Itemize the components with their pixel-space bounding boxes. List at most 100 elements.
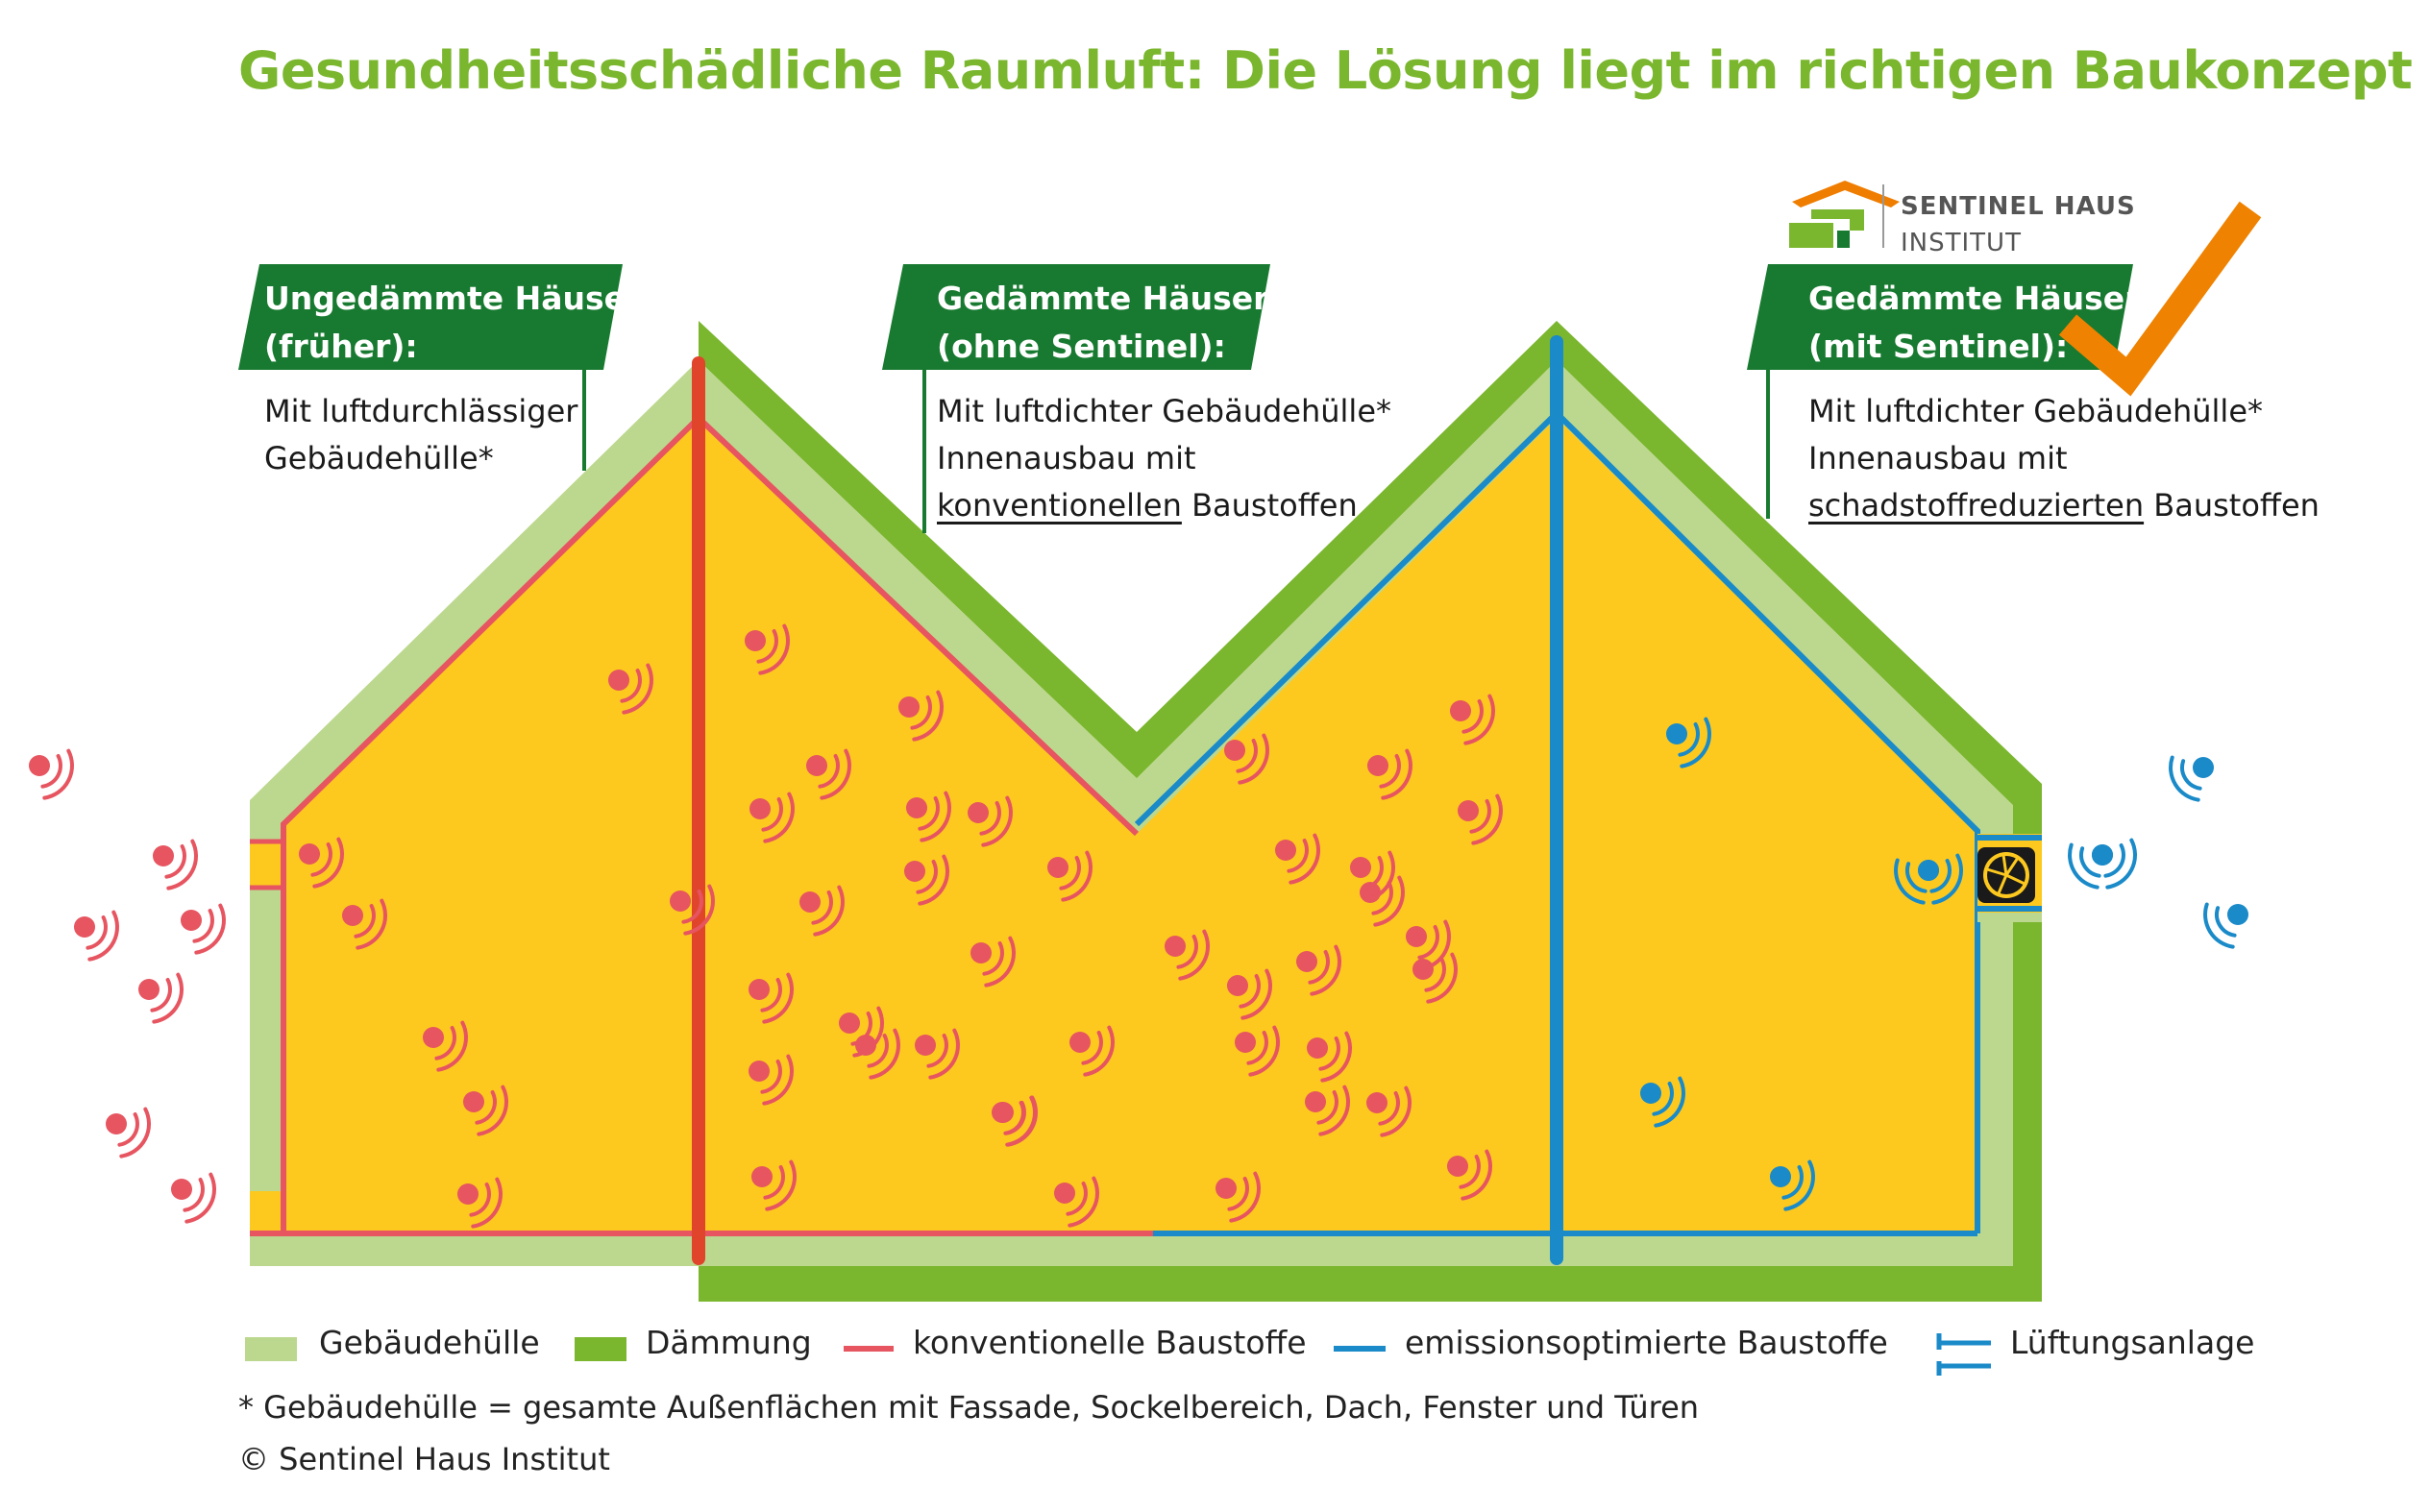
desc-3-rest: Baustoffen <box>2144 487 2320 524</box>
legend-envelope: Gebäudehülle <box>319 1324 540 1361</box>
tag-1-line-1: Ungedämmte Häuser <box>264 280 642 317</box>
emission-symbol <box>968 795 1013 847</box>
emission-symbol <box>463 1085 508 1136</box>
emission-symbol <box>1366 1085 1412 1137</box>
emission-symbol <box>751 1159 797 1211</box>
emission-symbol <box>1770 1159 1815 1211</box>
copyright: © Sentinel Haus Institut <box>238 1441 610 1477</box>
emission-symbol <box>1666 717 1711 768</box>
emission-symbol <box>2203 902 2248 949</box>
desc-3-line-3: schadstoffreduzierten Baustoffen <box>1808 482 2320 529</box>
emission-symbol <box>171 1172 216 1224</box>
emissions-red-group <box>29 623 1503 1229</box>
emission-symbol <box>457 1177 503 1229</box>
emission-symbol <box>342 898 387 950</box>
tag-1-line-2: (früher): <box>264 328 418 365</box>
emission-symbol <box>749 792 795 843</box>
desc-1-line-1: Mit luftdurchlässiger <box>264 393 578 429</box>
emission-symbol <box>1047 850 1093 902</box>
emission-symbol <box>1367 748 1412 800</box>
ventilation-unit <box>1977 834 2042 922</box>
emission-symbol <box>1227 968 1272 1020</box>
legend-swatch-envelope <box>245 1337 297 1361</box>
optimized-material-line <box>1134 408 1980 1233</box>
tag-2-line-1: Gedämmte Häuser <box>937 280 1269 317</box>
tag-bg-3 <box>1747 264 2133 370</box>
emission-symbol <box>855 1028 900 1080</box>
legend-conventional: konventionelle Baustoffe <box>913 1324 1307 1361</box>
emission-symbol <box>181 903 226 955</box>
emission-symbol <box>299 837 344 889</box>
emission-symbol <box>1640 1076 1685 1128</box>
emission-symbol <box>1305 1085 1350 1136</box>
emission-symbol <box>106 1107 151 1158</box>
legend-optimized: emissionsoptimierte Baustoffe <box>1405 1324 1888 1361</box>
emission-symbol <box>992 1095 1037 1147</box>
emission-symbol <box>1307 1031 1352 1083</box>
emission-symbol <box>898 690 944 742</box>
emissions-blue-group <box>1640 717 2248 1211</box>
emission-symbol <box>970 936 1016 988</box>
tag-unisulated: Ungedämmte Häuser (früher): <box>264 257 641 371</box>
emission-symbol <box>29 748 74 800</box>
emission-symbol <box>806 748 851 800</box>
emission-symbol <box>1275 833 1320 885</box>
footnote: * Gebäudehülle = gesamte Außenflächen mi… <box>238 1389 1700 1426</box>
emission-symbol <box>1447 1149 1492 1201</box>
legend-ventilation: Lüftungsanlage <box>2010 1324 2255 1361</box>
emission-symbol <box>423 1020 468 1072</box>
emission-symbol <box>1450 694 1495 745</box>
emission-symbol <box>1069 1025 1115 1077</box>
emission-symbol <box>2068 842 2113 890</box>
desc-insulated-without: Mit luftdichter Gebäudehülle* Innenausba… <box>937 388 1391 529</box>
emission-symbol <box>1224 733 1269 785</box>
emission-symbol <box>1165 929 1210 981</box>
tag-insulated-with: Gedämmte Häuser (mit Sentinel): <box>1808 257 2140 371</box>
tag-3-line-2: (mit Sentinel): <box>1808 328 2069 365</box>
tag-3-line-1: Gedämmte Häuser <box>1808 280 2141 317</box>
emission-symbol <box>2169 755 2214 802</box>
emission-symbol <box>138 972 184 1024</box>
desc-2-line-1: Mit luftdichter Gebäudehülle* <box>937 393 1391 429</box>
emission-symbol <box>906 791 951 842</box>
conventional-material-line <box>281 413 1140 1233</box>
tag-bg-2 <box>882 264 1270 370</box>
emission-symbol <box>799 885 845 937</box>
emission-symbol <box>915 1028 960 1080</box>
emission-symbol <box>1216 1171 1261 1223</box>
page-title: Gesundheitsschädliche Raumluft: Die Lösu… <box>238 40 2413 101</box>
desc-2-line-2: Innenausbau mit <box>937 440 1196 476</box>
legend-swatch-insulation <box>575 1337 626 1361</box>
emission-symbol <box>1350 850 1395 902</box>
emission-symbol <box>904 854 949 906</box>
desc-1-line-2: Gebäudehülle* <box>264 440 494 476</box>
emission-symbol <box>608 663 653 715</box>
emission-symbol <box>74 910 119 962</box>
tag-2-line-2: (ohne Sentinel): <box>937 328 1226 365</box>
tag-insulated-without: Gedämmte Häuser (ohne Sentinel): <box>937 257 1268 371</box>
legend-insulation: Dämmung <box>646 1324 812 1361</box>
check-mark <box>2058 201 2262 397</box>
logo-line-1: SENTINEL HAUS <box>1901 192 2136 221</box>
emission-symbol <box>1894 858 1939 905</box>
emission-symbol <box>670 884 715 936</box>
emission-symbol <box>1458 793 1503 845</box>
logo-text: SENTINEL HAUS INSTITUT <box>1901 188 2136 261</box>
legend-swatch-ventilation <box>1936 1333 1991 1376</box>
desc-3-underlined: schadstoffreduzierten <box>1808 487 2145 524</box>
interior-middle-right <box>699 418 1977 1232</box>
emission-symbol <box>749 1054 794 1106</box>
desc-insulated-with: Mit luftdichter Gebäudehülle* Innenausba… <box>1808 388 2320 529</box>
desc-2-underlined: konventionellen <box>937 487 1182 524</box>
tag-bg-1 <box>238 264 623 370</box>
emission-symbol <box>749 972 794 1024</box>
logo-line-2: INSTITUT <box>1901 229 2022 257</box>
desc-2-rest: Baustoffen <box>1181 487 1358 524</box>
emission-symbol <box>1296 944 1341 996</box>
desc-3-line-1: Mit luftdichter Gebäudehülle* <box>1808 393 2263 429</box>
desc-3-line-2: Innenausbau mit <box>1808 440 2068 476</box>
emission-symbol <box>1406 919 1451 971</box>
emission-symbol <box>1235 1025 1280 1077</box>
